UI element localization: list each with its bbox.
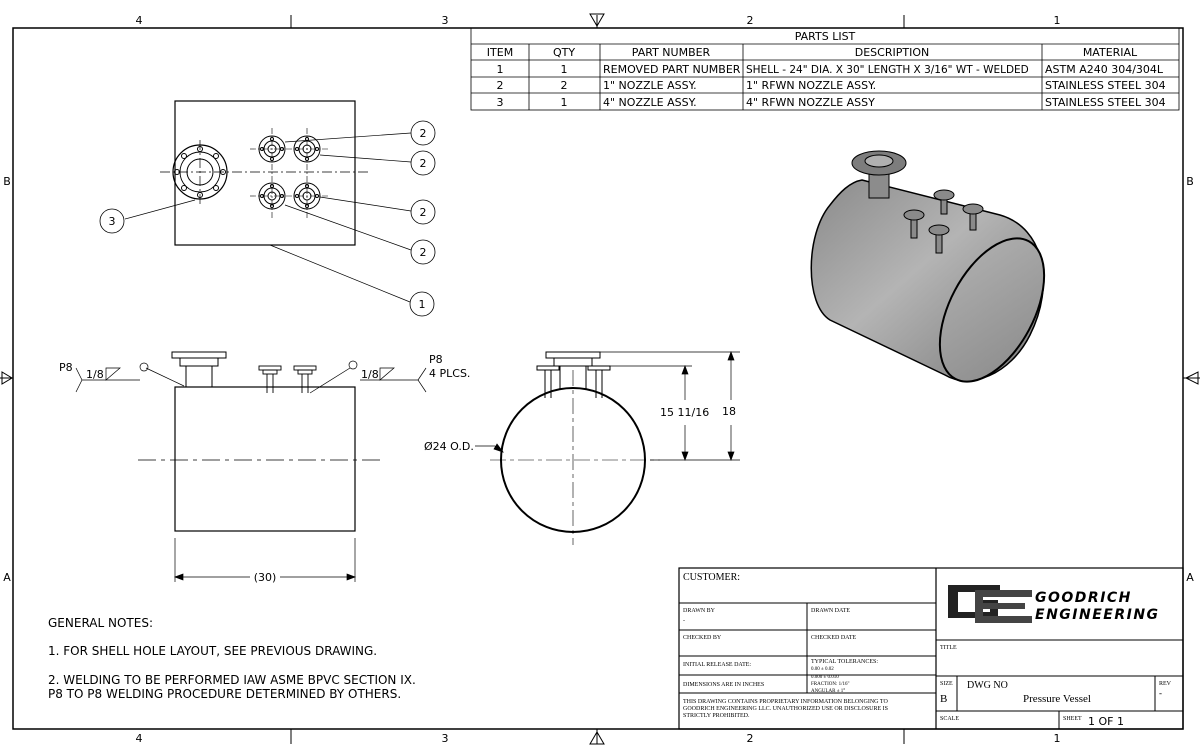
sheet-label: SHEET [1063, 716, 1082, 722]
drawn-by-value: - [683, 618, 685, 624]
balloon-item-1: 1 [419, 298, 426, 311]
weld-process-right: P8 [429, 353, 443, 366]
zone-top-3: 3 [442, 14, 449, 27]
revision-value: - [1159, 688, 1162, 698]
table-cell: STAINLESS STEEL 304 [1045, 79, 1166, 92]
table-cell: STAINLESS STEEL 304 [1045, 96, 1166, 109]
balloon-item-2: 2 [420, 206, 427, 219]
logo-text-goodrich: GOODRICH [1035, 590, 1132, 606]
table-cell: SHELL - 24" DIA. X 30" LENGTH X 3/16" WT… [746, 64, 1029, 76]
general-note-1: 1. FOR SHELL HOLE LAYOUT, SEE PREVIOUS D… [48, 644, 378, 658]
parts-header-part-number: PART NUMBER [632, 46, 711, 59]
nozzle-4in-side [171, 351, 227, 387]
tolerance-fraction: FRACTION: 1/16" [811, 682, 850, 687]
balloon-item-2: 2 [420, 246, 427, 259]
weld-process-left: P8 [59, 361, 73, 374]
tolerance-angular: ANGULAR ± 1° [811, 689, 845, 694]
nozzle-1in-side [258, 365, 317, 393]
weld-size-right: 1/8 [361, 368, 379, 381]
title-label: TITLE [940, 645, 957, 651]
zone-labels: 4 3 2 1 4 3 2 1 B A B A [3, 14, 1194, 745]
zone-bottom-3: 3 [442, 732, 449, 745]
dimensions-units-note: DIMENSIONS ARE IN INCHES [683, 682, 764, 688]
proprietary-notice-line2: GOODRICH ENGINEERING LLC. UNAUTHORIZED U… [683, 706, 888, 712]
zone-left-b: B [3, 175, 11, 188]
top-view [124, 100, 412, 303]
revision-label: REV [1159, 681, 1172, 687]
general-notes-heading: GENERAL NOTES: [48, 616, 153, 630]
zone-bottom-2: 2 [747, 732, 754, 745]
parts-header-description: DESCRIPTION [855, 46, 929, 59]
weld-size-left: 1/8 [86, 368, 104, 381]
leader-lines [124, 132, 412, 303]
parts-header-item: ITEM [487, 46, 513, 59]
tolerances-title: TYPICAL TOLERANCES: [811, 659, 878, 665]
table-cell: 1" RFWN NOZZLE ASSY. [746, 79, 876, 92]
company-logo: GOODRICH ENGINEERING [948, 585, 1160, 623]
balloon-item-2: 2 [420, 157, 427, 170]
table-cell: 1 [497, 63, 504, 76]
zone-right-a: A [1186, 571, 1194, 584]
zone-top-1: 1 [1054, 14, 1061, 27]
table-cell: 1 [561, 96, 568, 109]
logo-text-engineering: ENGINEERING [1035, 607, 1160, 623]
front-view [75, 351, 427, 582]
nozzle-4in-flange [172, 144, 228, 200]
parts-header-qty: QTY [553, 46, 575, 59]
table-cell: 2 [497, 79, 504, 92]
general-note-2-line1: 2. WELDING TO BE PERFORMED IAW ASME BPVC… [48, 673, 416, 687]
proprietary-notice-line1: THIS DRAWING CONTAINS PROPRIETARY INFORM… [683, 699, 888, 705]
balloon-item-3: 3 [109, 215, 116, 228]
customer-label: CUSTOMER: [683, 572, 740, 583]
table-cell: REMOVED PART NUMBER [603, 63, 741, 76]
table-cell: 4" NOZZLE ASSY. [603, 96, 697, 109]
sheet-border [0, 13, 1200, 745]
sheet-value: 1 OF 1 [1088, 715, 1124, 728]
scale-label: SCALE [940, 716, 959, 722]
nozzle-1in-flanges [250, 128, 330, 218]
parts-list-table: PARTS LIST ITEM QTY PART NUMBER DESCRIPT… [470, 27, 1180, 111]
table-cell: ASTM A240 304/304L [1045, 63, 1164, 76]
table-cell: 4" RFWN NOZZLE ASSY [746, 96, 875, 109]
item-balloons: 2 2 2 2 1 3 [99, 120, 436, 317]
table-cell: 1 [561, 63, 568, 76]
proprietary-notice-line3: STRICTLY PROHIBITED. [683, 713, 750, 719]
dimension-height-a: 15 11/16 [660, 406, 709, 419]
isometric-view [810, 150, 1046, 383]
initial-release-label: INITIAL RELEASE DATE: [683, 662, 751, 668]
weld-symbol-right [309, 360, 427, 394]
weld-count: 4 PLCS. [429, 367, 470, 380]
checked-date-label: CHECKED DATE [811, 635, 856, 641]
drawn-by-label: DRAWN BY [683, 608, 716, 614]
table-cell: 2 [561, 79, 568, 92]
dimension-height-b: 18 [722, 405, 736, 418]
zone-bottom-1: 1 [1054, 732, 1061, 745]
zone-top-2: 2 [747, 14, 754, 27]
zone-top-4: 4 [136, 14, 143, 27]
balloon-item-2: 2 [420, 127, 427, 140]
table-cell: 3 [497, 96, 504, 109]
table-cell: 1" NOZZLE ASSY. [603, 79, 697, 92]
side-view [475, 351, 740, 545]
zone-left-a: A [3, 571, 11, 584]
tolerance-three-place: 0.000 ± 0.010 [811, 675, 839, 680]
weld-symbol-left [75, 362, 185, 393]
general-note-2-line2: P8 TO P8 WELDING PROCEDURE DETERMINED BY… [48, 687, 402, 701]
size-label: SIZE [940, 681, 953, 687]
length-dimension [174, 538, 356, 582]
zone-bottom-4: 4 [136, 732, 143, 745]
parts-header-material: MATERIAL [1083, 46, 1138, 59]
drawn-date-label: DRAWN DATE [811, 608, 850, 614]
parts-list-title: PARTS LIST [795, 30, 856, 43]
checked-by-label: CHECKED BY [683, 635, 722, 641]
zone-right-b: B [1186, 175, 1194, 188]
dimension-length: (30) [254, 571, 277, 584]
drawing-number-label: DWG NO [967, 680, 1008, 691]
dimension-diameter: Ø24 O.D. [424, 440, 474, 453]
tolerance-two-place: 0.00 ± 0.02 [811, 667, 834, 672]
title-block: GOODRICH ENGINEERING CUSTOMER: DRAWN BY … [678, 567, 1184, 730]
drawing-number-value: Pressure Vessel [1023, 693, 1091, 705]
size-value: B [940, 693, 947, 705]
